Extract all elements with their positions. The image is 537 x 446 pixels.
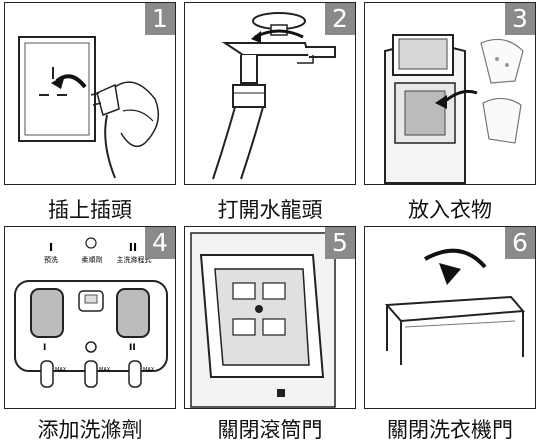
detergent-drawer-illustration — [14, 237, 168, 388]
tap-illustration — [212, 12, 336, 180]
step-number-badge: 4 — [145, 227, 175, 259]
prewash-symbol: I — [48, 241, 54, 254]
step-5-panel: 5 — [184, 226, 356, 409]
step-number-badge: 2 — [325, 3, 355, 35]
step-number-badge: 5 — [325, 227, 355, 259]
step-3-panel: 3 — [364, 2, 536, 185]
mainwash-symbol: II — [128, 241, 138, 254]
drum-door-illustration — [190, 232, 336, 408]
close-lid-illustration — [384, 248, 526, 365]
step-6-caption: 關閉洗衣機門 — [387, 418, 513, 442]
mainwash-label: 主洗滌程式 — [116, 256, 152, 264]
step-number-badge: 1 — [145, 3, 175, 35]
step-5-caption: 關閉滾筒門 — [217, 418, 323, 442]
step-1-panel: 1 — [4, 2, 176, 185]
mainwash-slot-symbol: II — [129, 343, 136, 353]
step-number-badge: 3 — [505, 3, 535, 35]
prewash-label: 預洗 — [44, 256, 58, 264]
step-3-caption: 放入衣物 — [408, 198, 492, 222]
step-2-caption: 打開水龍頭 — [217, 198, 323, 222]
softener-label: 柔順劑 — [81, 256, 103, 264]
step-4-caption: 添加洗滌劑 — [37, 418, 143, 442]
step-6-panel: 6 — [364, 226, 536, 409]
load-clothes-illustration — [384, 34, 524, 184]
step-number-badge: 6 — [505, 227, 535, 259]
step-1-caption: 插上插頭 — [48, 198, 132, 222]
max-label-center: MAX — [99, 367, 111, 373]
max-label-left: MAX — [55, 367, 67, 373]
plug-in-illustration — [18, 36, 160, 179]
step-2-panel: 2 — [184, 2, 356, 185]
step-4-panel: I 預洗 柔順劑 II 主洗滌程式 I II MAX MAX MAX 4 — [4, 226, 176, 409]
prewash-slot-symbol: I — [43, 343, 47, 353]
max-label-right: MAX — [143, 367, 155, 373]
